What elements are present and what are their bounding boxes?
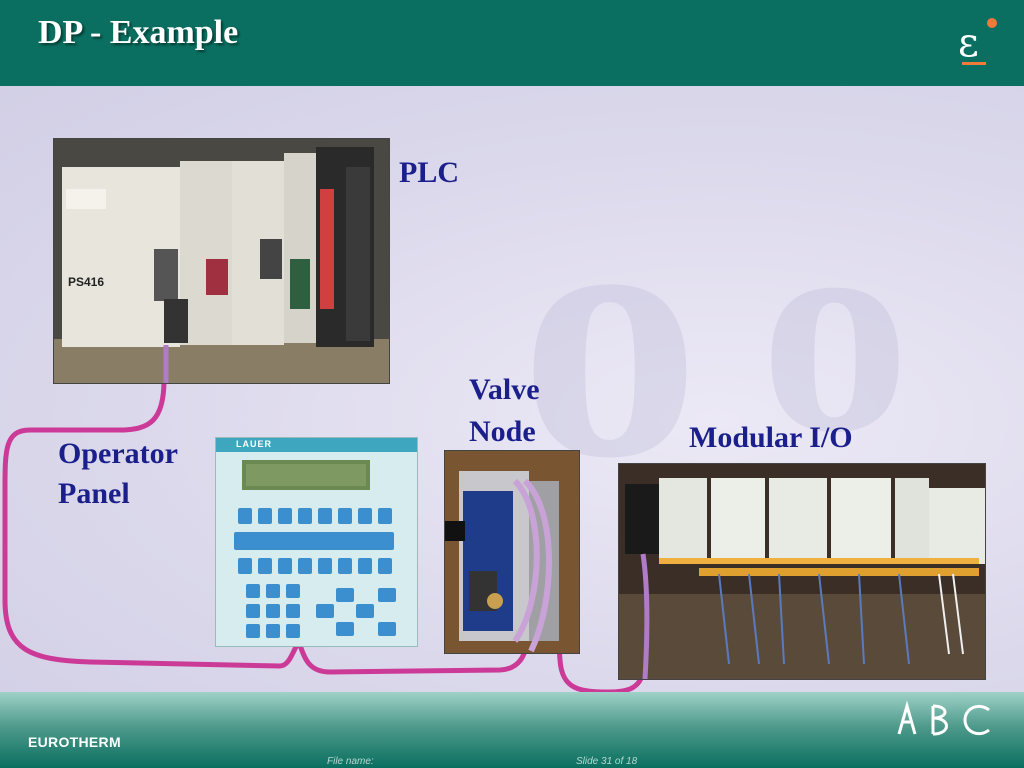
operator-panel-photo: LAUER	[215, 437, 418, 647]
slide-footer: EUROTHERM File name: Slide 31 of 18	[0, 692, 1024, 768]
plc-photo: PS416	[53, 138, 390, 384]
plc-module-label: PS416	[68, 275, 105, 289]
footer-file-name: File name:	[327, 756, 374, 767]
svg-text:ε: ε	[958, 20, 979, 66]
slide-title: DP - Example	[38, 14, 239, 51]
modular-io-photo	[618, 463, 986, 680]
modular-io-label: Modular I/O	[689, 421, 853, 454]
footer-slide-number: Slide 31 of 18	[576, 756, 638, 767]
epsilon-logo-icon: ε	[958, 18, 997, 66]
operator-panel-label-line2: Panel	[58, 477, 130, 510]
valve-node-label-line2: Node	[469, 415, 536, 448]
valve-node-photo	[444, 450, 580, 654]
valve-node-label-line1: Valve	[469, 373, 540, 406]
operator-panel-brand: LAUER	[236, 439, 272, 449]
watermark-shape: o	[760, 162, 910, 494]
slide-header: DP - Example ε	[0, 0, 1024, 86]
hands-abc-icon	[897, 700, 990, 736]
profibus-cable	[2, 377, 531, 675]
plc-label: PLC	[399, 156, 459, 189]
footer-brand: EUROTHERM	[28, 734, 121, 750]
operator-panel-label-line1: Operator	[58, 437, 178, 470]
